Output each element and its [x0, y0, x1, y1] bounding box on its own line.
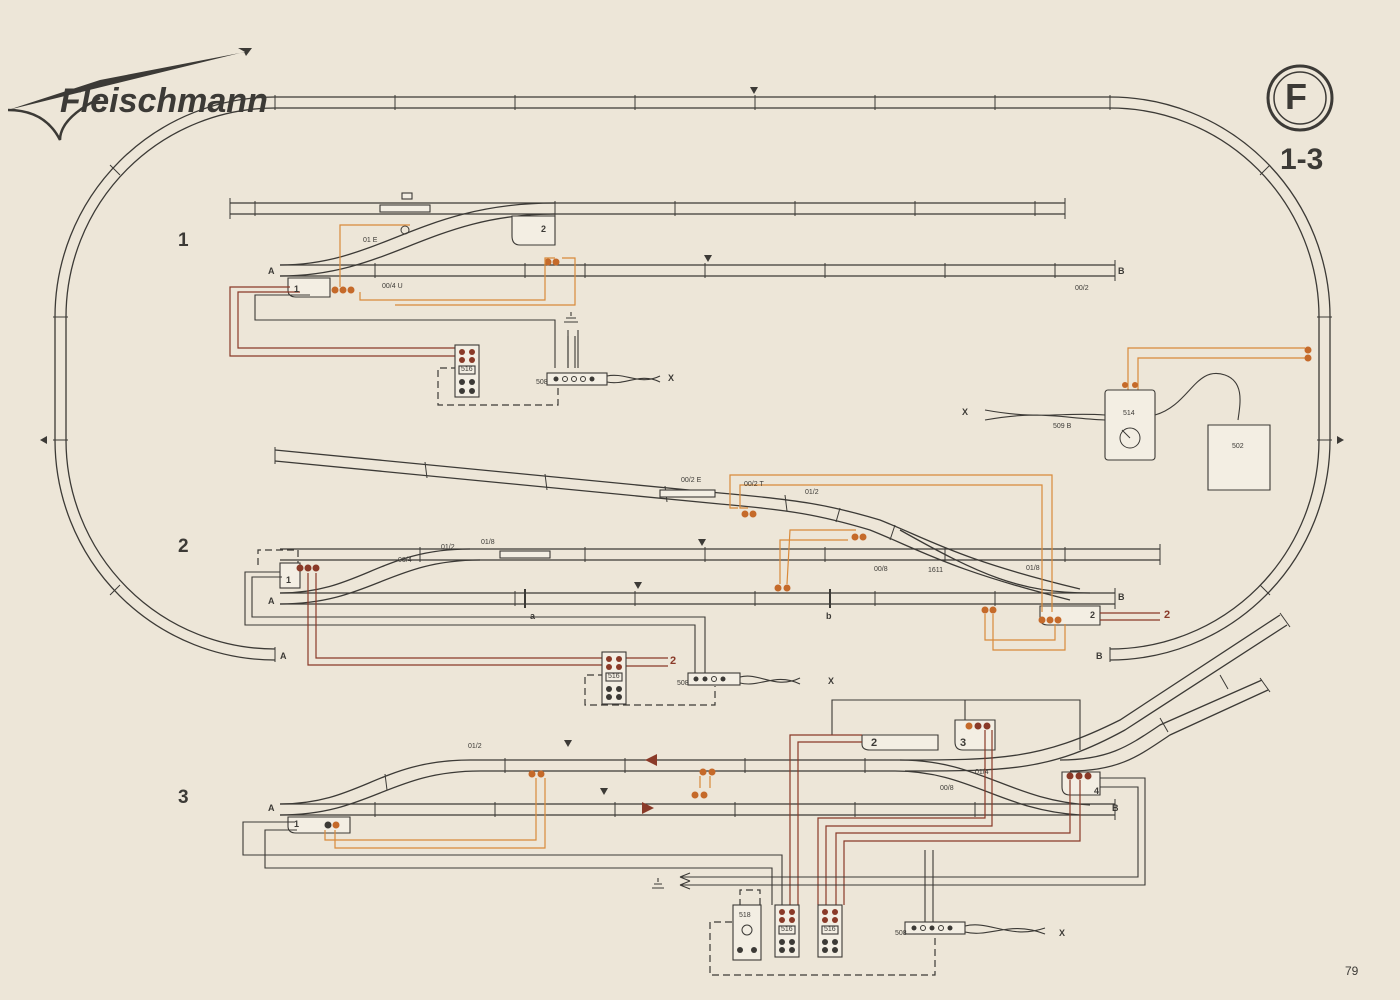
code-008-s3: 00/8 — [940, 785, 954, 792]
conn-to-2-right: 2 — [1164, 609, 1171, 621]
code-004u: 00/4 U — [382, 283, 403, 290]
device-516-s3a: 516 — [781, 926, 793, 933]
endpoint-a-oval: A — [280, 651, 287, 661]
plan-number: 1-3 — [1280, 143, 1324, 176]
conn-to-2-left: 2 — [670, 655, 677, 667]
turnout-2-s2: 2 — [1090, 610, 1096, 620]
turnout-1-s2: 1 — [286, 575, 292, 585]
code-012-s2: 01/2 — [441, 544, 455, 551]
plan-badge — [1266, 64, 1334, 132]
code-002e: 00/2 E — [681, 477, 702, 484]
code-1611: 1611 — [928, 567, 944, 574]
turnout-4-s3: 4 — [1094, 786, 1100, 796]
section-2-wiring — [244, 474, 1160, 706]
code-018-s2b: 01/8 — [1026, 565, 1040, 572]
page-number: 79 — [1345, 964, 1359, 978]
code-012-s3: 01/2 — [468, 743, 482, 750]
section-1-wiring — [229, 224, 579, 406]
turnout-1-s1: 1 — [294, 284, 300, 294]
turnout-3-s3: 3 — [960, 737, 967, 749]
conn-x-power: X — [962, 407, 969, 417]
endpoint-b-s1: B — [1118, 266, 1125, 276]
transformer-514 — [1104, 389, 1156, 461]
section-1-label: 1 — [178, 230, 189, 251]
code-018-s2a: 01/8 — [481, 539, 495, 546]
device-509b: 509 B — [1053, 423, 1072, 430]
code-012-upper: 01/2 — [805, 489, 819, 496]
endpoint-a-s3: A — [268, 803, 275, 813]
section-2-tracks — [274, 447, 1161, 626]
device-514: 514 — [1123, 410, 1135, 417]
endpoint-a-s2: A — [268, 596, 275, 606]
code-014: 01/4 — [975, 769, 989, 776]
device-508-s1: 508 — [536, 379, 548, 386]
segment-b: b — [826, 611, 832, 621]
endpoint-b-s3: B — [1112, 803, 1119, 813]
section-1-tracks — [229, 192, 1116, 298]
code-008-s2: 00/8 — [874, 566, 888, 573]
device-516-s3b: 516 — [824, 926, 836, 933]
conn-x-s1: X — [668, 373, 675, 383]
section-2-label: 2 — [178, 536, 189, 557]
endpoint-b-s2: B — [1118, 592, 1125, 602]
segment-a: a — [530, 611, 536, 621]
code-01e: 01 E — [363, 237, 378, 244]
code-004: 00/4 — [398, 557, 412, 564]
endpoint-b-oval: B — [1096, 651, 1103, 661]
code-002-s1: 00/2 — [1075, 285, 1089, 292]
turnout-2-s1: 2 — [541, 224, 547, 234]
device-502: 502 — [1232, 443, 1244, 450]
endpoint-a-s1: A — [268, 266, 275, 276]
brand-logo: Fleischmann — [7, 48, 268, 141]
device-516-s2: 516 — [608, 673, 620, 680]
section-3-wiring — [242, 699, 1146, 976]
power-supply-group — [984, 346, 1312, 491]
turnout-1-s3: 1 — [294, 819, 300, 829]
device-518: 518 — [739, 912, 751, 919]
plan-letter: F — [1285, 76, 1307, 117]
device-508-s3: 508 — [895, 930, 907, 937]
code-002t: 00/2 T — [744, 481, 764, 488]
turnout-2-s3: 2 — [871, 737, 878, 749]
conn-x-s3: X — [1059, 928, 1066, 938]
conn-x-s2: X — [828, 676, 835, 686]
section-1-control-516 — [454, 344, 480, 398]
section-1-terminal-508 — [546, 312, 661, 386]
section-3-tracks — [279, 612, 1291, 834]
device-516-s1: 516 — [461, 366, 473, 373]
section-3-label: 3 — [178, 787, 189, 808]
device-508-s2: 508 — [677, 680, 689, 687]
outer-oval-track — [40, 87, 1344, 662]
brand-logo-text: Fleischmann — [60, 82, 268, 120]
